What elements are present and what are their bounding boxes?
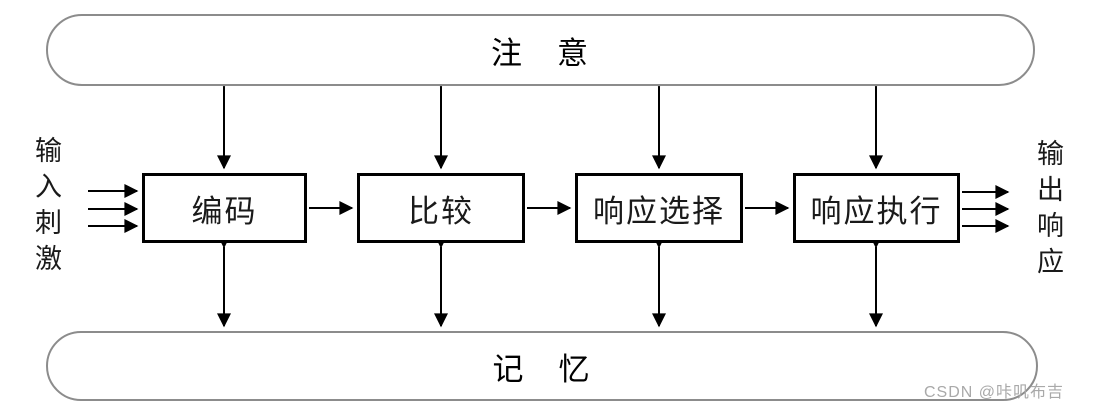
box-comparison-label: 比较 bbox=[408, 193, 474, 230]
output-response-label: 输出响应 bbox=[1032, 139, 1063, 283]
watermark: CSDN @咔叽布吉 bbox=[924, 384, 1065, 401]
box-encoding: 编码 bbox=[142, 173, 307, 243]
input-stimulus-label: 输入刺激 bbox=[30, 136, 61, 280]
box-encoding-label: 编码 bbox=[191, 193, 258, 230]
box-response-execution: 响应执行 bbox=[793, 173, 960, 243]
box-response-selection: 响应选择 bbox=[575, 173, 743, 243]
attention-stadium: 注 意 bbox=[46, 14, 1035, 86]
box-response-selection-label: 响应选择 bbox=[593, 193, 725, 230]
memory-stadium: 记 忆 bbox=[46, 331, 1038, 401]
attention-label: 注 意 bbox=[491, 35, 590, 72]
box-response-execution-label: 响应执行 bbox=[810, 193, 943, 230]
memory-label: 记 忆 bbox=[492, 351, 592, 388]
box-comparison: 比较 bbox=[357, 173, 525, 243]
